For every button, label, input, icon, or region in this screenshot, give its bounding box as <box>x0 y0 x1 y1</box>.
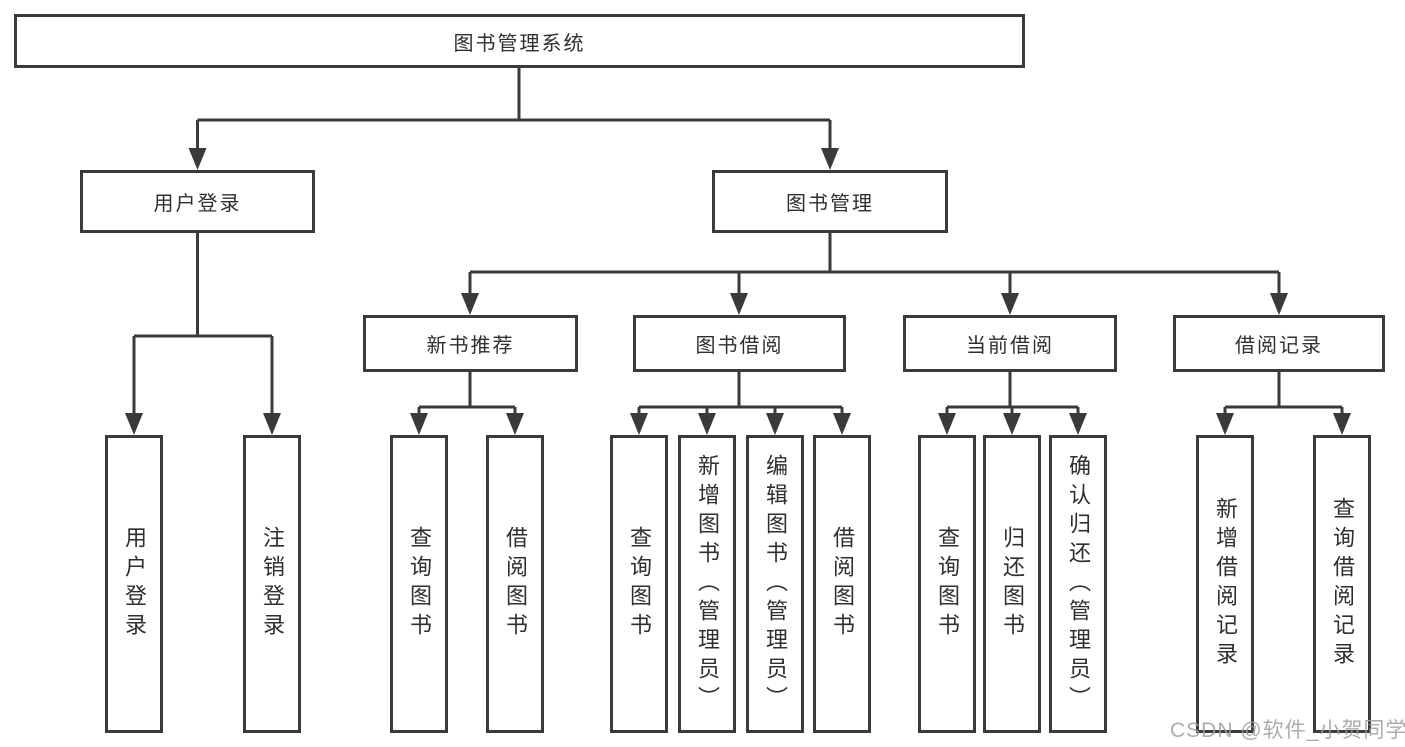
leaf-confirm-return-admin: 确认归还（管理员） <box>1049 435 1107 733</box>
node-label: 查询图书 <box>935 526 960 642</box>
node-label: 用户登录 <box>122 526 147 642</box>
leaf-query-books-current: 查询图书 <box>918 435 976 733</box>
node-label: 归还图书 <box>1000 526 1025 642</box>
node-current-borrowing: 当前借阅 <box>903 315 1117 372</box>
node-user-login: 用户登录 <box>80 170 315 233</box>
node-label: 注销登录 <box>260 526 285 642</box>
node-label: 新增图书（管理员） <box>695 453 720 715</box>
node-label: 当前借阅 <box>966 335 1054 357</box>
node-label: 新增借阅记录 <box>1213 497 1238 671</box>
node-label: 图书借阅 <box>695 335 784 357</box>
leaf-query-books-newrec: 查询图书 <box>390 435 448 733</box>
node-label: 编辑图书（管理员） <box>763 453 788 715</box>
leaf-logout-login: 注销登录 <box>243 435 301 733</box>
leaf-user-login: 用户登录 <box>105 435 163 733</box>
node-book-management-system: 图书管理系统 <box>14 14 1025 68</box>
node-label: 查询图书 <box>627 526 652 642</box>
node-new-book-recommendation: 新书推荐 <box>363 315 578 372</box>
node-label: 借阅图书 <box>830 526 855 642</box>
leaf-return-books: 归还图书 <box>983 435 1041 733</box>
node-book-borrowing: 图书借阅 <box>633 315 846 372</box>
node-label: 查询图书 <box>407 526 432 642</box>
node-borrowing-records: 借阅记录 <box>1173 315 1385 372</box>
leaf-query-borrow-record: 查询借阅记录 <box>1313 435 1371 733</box>
node-label: 确认归还（管理员） <box>1066 453 1091 715</box>
node-label: 用户登录 <box>153 193 242 215</box>
node-label: 图书管理系统 <box>453 32 586 55</box>
node-label: 新书推荐 <box>426 335 515 357</box>
node-book-management: 图书管理 <box>712 170 948 233</box>
csdn-watermark: CSDN @软件_小贺同学 <box>1170 719 1405 742</box>
leaf-borrow-books-newrec: 借阅图书 <box>486 435 544 733</box>
leaf-edit-book-admin: 编辑图书（管理员） <box>746 435 804 733</box>
leaf-borrow-books-borrowing: 借阅图书 <box>813 435 871 733</box>
node-label: 借阅记录 <box>1235 335 1323 357</box>
leaf-add-borrow-record: 新增借阅记录 <box>1196 435 1254 733</box>
node-label: 图书管理 <box>786 193 874 215</box>
node-label: 借阅图书 <box>503 526 528 642</box>
leaf-add-book-admin: 新增图书（管理员） <box>678 435 736 733</box>
leaf-query-books-borrowing: 查询图书 <box>610 435 668 733</box>
node-label: 查询借阅记录 <box>1330 497 1355 671</box>
arrowheads <box>125 148 1351 435</box>
